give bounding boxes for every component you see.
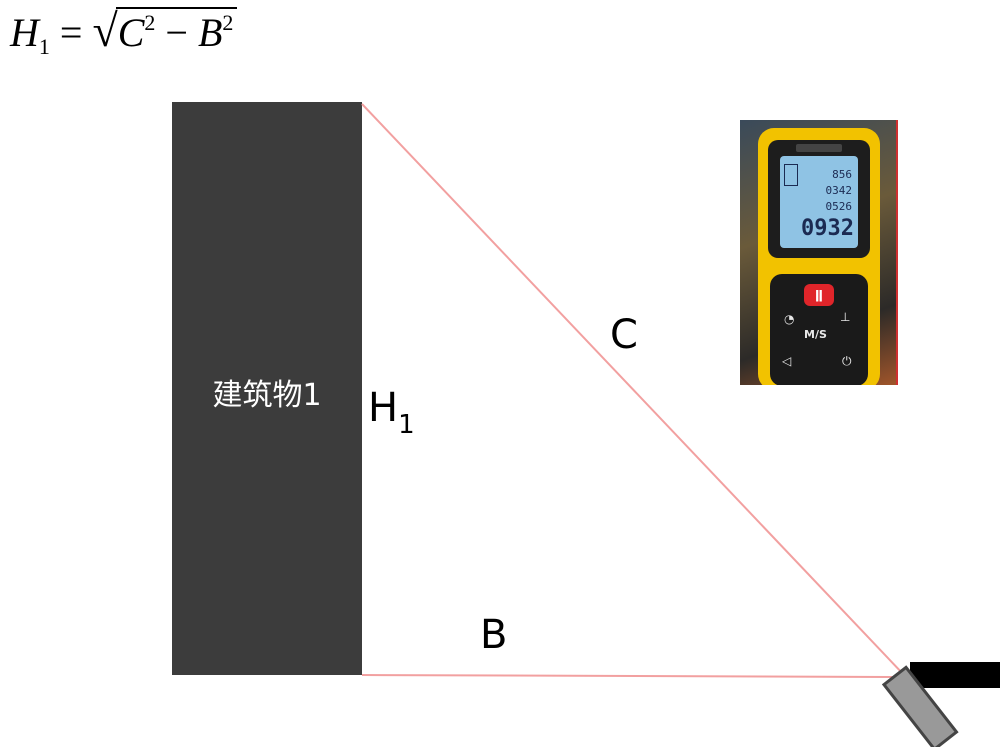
formula-radicand: C2 − B2	[115, 7, 238, 56]
building-1: 建筑物1	[172, 102, 362, 675]
area-mode-icon: ⊥	[840, 310, 851, 324]
sqrt-icon: √	[92, 5, 118, 56]
height-label-main: H	[368, 385, 399, 431]
formula-minus: −	[165, 10, 188, 55]
screen-row-3: 0526	[825, 200, 853, 213]
screen-row-1: 856	[832, 168, 852, 181]
rangefinder-keypad: ǁ ◔ ⊥ M/S ◁ ⏻	[770, 274, 868, 385]
battery-icon	[784, 164, 798, 186]
formula-exp-c: 2	[144, 10, 156, 35]
base-line-b	[361, 674, 906, 678]
screen-main-reading: 0932	[801, 216, 854, 241]
base-label-b: B	[480, 612, 508, 658]
volume-icon: ◁	[782, 354, 792, 368]
hypotenuse-line-c	[361, 103, 906, 677]
formula-var-c: C	[117, 10, 145, 55]
height-label-subscript: 1	[398, 410, 415, 440]
laser-key-icon: ǁ	[804, 284, 834, 306]
ground-bar	[910, 662, 1000, 688]
rangefinder-on-ground-icon	[881, 665, 959, 747]
rangefinder-brand-plate	[796, 144, 842, 152]
formula-lhs-var: H	[10, 10, 39, 55]
measure-mode-icon: ◔	[784, 312, 795, 326]
rangefinder-body: 856 0342 0526 0932 ǁ ◔ ⊥ M/S ◁ ⏻	[758, 128, 880, 385]
rangefinder-screen: 856 0342 0526 0932	[780, 156, 858, 248]
formula-sqrt: √C2 − B2	[92, 4, 238, 57]
power-icon: ⏻	[842, 354, 852, 368]
formula-exp-b: 2	[222, 10, 234, 35]
formula-var-b: B	[197, 10, 223, 55]
screen-row-2: 0342	[825, 184, 853, 197]
rangefinder-bezel: 856 0342 0526 0932	[768, 140, 870, 258]
height-label-h1: H1	[368, 385, 415, 440]
formula-lhs-subscript: 1	[38, 34, 50, 59]
formula: H1 = √C2 − B2	[10, 4, 238, 60]
hypotenuse-label-c: C	[610, 312, 638, 358]
formula-equals: =	[59, 10, 83, 55]
mode-key-ms: M/S	[804, 328, 827, 341]
laser-rangefinder-photo: 856 0342 0526 0932 ǁ ◔ ⊥ M/S ◁ ⏻	[740, 120, 898, 385]
building-label: 建筑物1	[212, 378, 322, 413]
